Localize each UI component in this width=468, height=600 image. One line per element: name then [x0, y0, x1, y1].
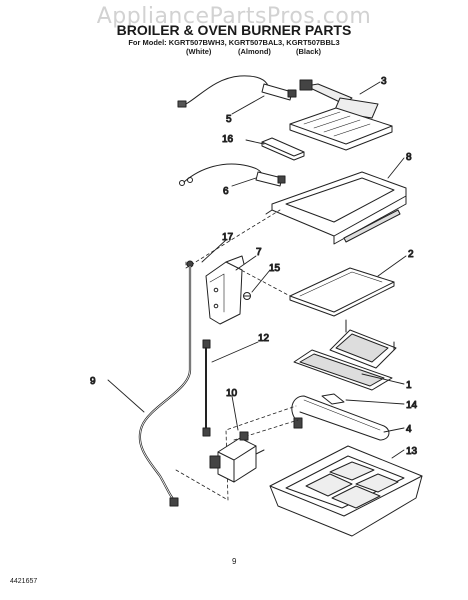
gas-tube-part-9[interactable]: [138, 264, 192, 507]
oven-burner-part-4[interactable]: [291, 395, 390, 441]
screw-part-15[interactable]: [243, 292, 251, 300]
document-code: 4421657: [10, 578, 38, 585]
callout-13: 13: [406, 446, 418, 457]
spreader-plate-part-2[interactable]: [289, 267, 395, 317]
callout-15: 15: [269, 263, 281, 274]
callout-7: 7: [256, 247, 262, 258]
callout-3: 3: [381, 76, 387, 87]
model-line: For Model: KGRT507BWH3, KGRT507BAL3, KGR…: [128, 38, 340, 47]
leader-lines: [107, 81, 407, 459]
callout-17: 17: [222, 232, 234, 243]
burner-bracket-part-1[interactable]: [293, 319, 397, 391]
callout-10: 10: [226, 388, 238, 399]
callout-5: 5: [226, 114, 232, 125]
gas-valve-part-10[interactable]: [209, 431, 265, 483]
callout-9: 9: [90, 376, 96, 387]
variant-almond: (Almond): [238, 47, 271, 56]
fitting-part-12[interactable]: [202, 339, 211, 437]
broiler-burner-part-3[interactable]: [289, 79, 393, 151]
callout-12: 12: [258, 333, 270, 344]
callout-16: 16: [222, 134, 234, 145]
callout-4: 4: [406, 424, 412, 435]
broiler-baffle-part-8[interactable]: [265, 171, 407, 245]
callout-8: 8: [406, 152, 412, 163]
callout-2: 2: [408, 249, 414, 260]
variant-black: (Black): [296, 47, 322, 56]
watermark: AppliancePartsPros.com: [96, 4, 372, 29]
page-title: BROILER & OVEN BURNER PARTS: [116, 22, 352, 38]
broiler-pan-part-13[interactable]: [269, 445, 423, 537]
bracket-part-16[interactable]: [261, 137, 305, 161]
callout-6: 6: [223, 186, 229, 197]
variant-white: (White): [186, 47, 212, 56]
callout-1: 1: [406, 380, 412, 391]
mounting-bracket-part-7[interactable]: [205, 255, 245, 325]
oven-igniter-part-6[interactable]: [179, 163, 286, 187]
clip-part-14[interactable]: [321, 393, 345, 405]
callout-14: 14: [406, 400, 418, 411]
page-number: 9: [232, 557, 237, 566]
broiler-igniter-part-5[interactable]: [177, 75, 297, 108]
